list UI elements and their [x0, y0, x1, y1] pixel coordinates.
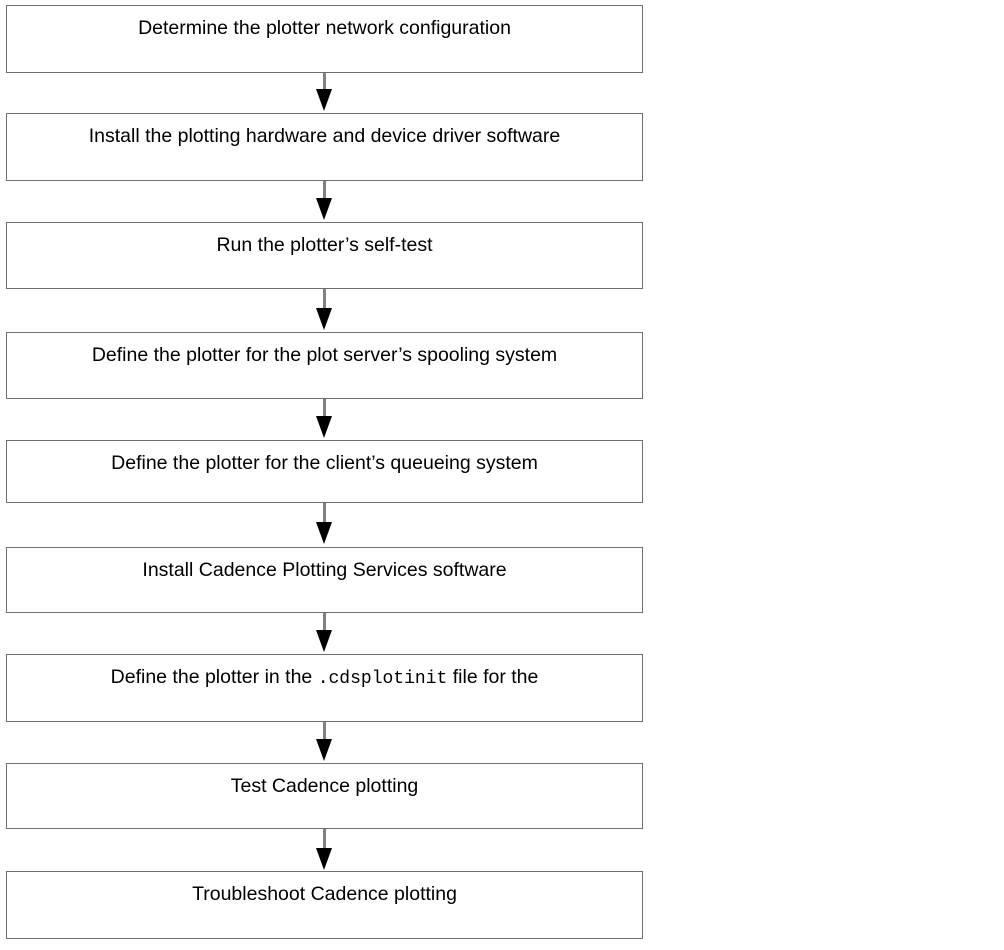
connector-arrow [304, 503, 344, 544]
process-box-label: Run the plotter’s self-test [216, 234, 433, 256]
process-box: Determine the plotter network configurat… [6, 5, 643, 73]
connector-arrow [304, 613, 344, 652]
process-box-label: Test Cadence plotting [230, 775, 419, 797]
process-box: Test Cadence plotting [6, 763, 643, 829]
connector-arrow [304, 829, 344, 870]
process-box-label: Define the plotter in the .cdsplotinit f… [7, 655, 642, 688]
process-box: Install the plotting hardware and device… [6, 113, 643, 181]
connector-line [323, 503, 326, 523]
connector-line [323, 722, 326, 741]
connector-line [323, 399, 326, 417]
arrow-down-icon [316, 198, 332, 220]
arrow-down-icon [316, 848, 332, 870]
arrow-down-icon [316, 416, 332, 438]
connector-line [323, 829, 326, 849]
process-box-label: Install the plotting hardware and device… [88, 125, 561, 147]
arrow-down-icon [316, 522, 332, 544]
process-box: Define the plotter for the plot server’s… [6, 332, 643, 399]
connector-line [323, 181, 326, 200]
process-box-label: Define the plotter for the client’s queu… [111, 452, 538, 474]
connector-arrow [304, 399, 344, 438]
process-box: Define the plotter in the .cdsplotinit f… [6, 654, 643, 722]
process-box: Install Cadence Plotting Services softwa… [6, 547, 643, 613]
arrow-down-icon [316, 739, 332, 761]
process-box-label: Determine the plotter network configurat… [138, 17, 511, 39]
connector-line [323, 613, 326, 631]
process-box-label: Troubleshoot Cadence plotting [192, 883, 457, 905]
process-box-label: Define the plotter for the plot server’s… [91, 344, 558, 366]
connector-arrow [304, 181, 344, 220]
inline-code: .cdsplotinit [317, 669, 448, 689]
process-box: Run the plotter’s self-test [6, 222, 643, 289]
connector-arrow [304, 289, 344, 330]
label-text-run: file for the [447, 666, 539, 688]
connector-arrow [304, 73, 344, 111]
arrow-down-icon [316, 89, 332, 111]
label-text-run: Define the plotter in the [110, 666, 318, 688]
process-box: Troubleshoot Cadence plotting [6, 871, 643, 939]
connector-line [323, 73, 326, 91]
process-box: Define the plotter for the client’s queu… [6, 440, 643, 503]
connector-line [323, 289, 326, 309]
arrow-down-icon [316, 308, 332, 330]
process-box-label: Install Cadence Plotting Services softwa… [142, 559, 507, 581]
connector-arrow [304, 722, 344, 761]
arrow-down-icon [316, 630, 332, 652]
